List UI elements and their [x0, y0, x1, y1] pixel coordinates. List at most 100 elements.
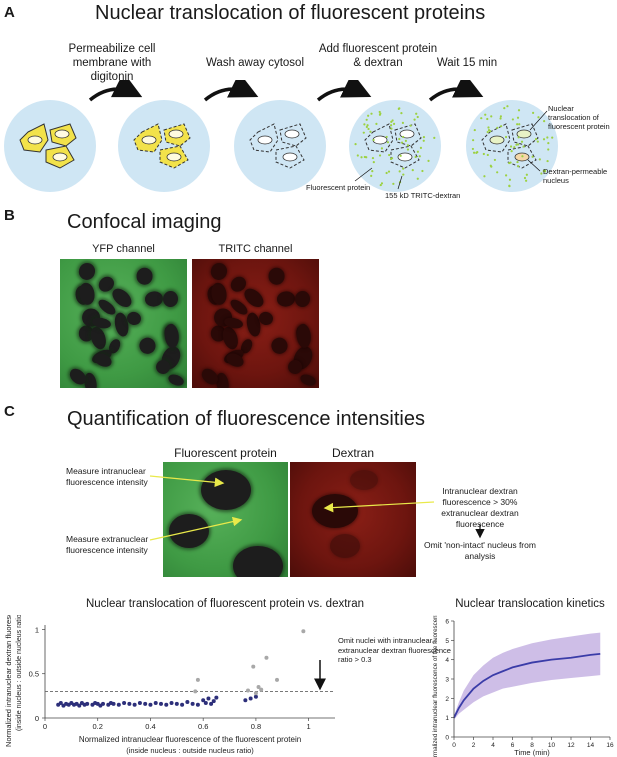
- fluorescent-dot: [521, 155, 524, 158]
- scatter-point: [256, 685, 261, 689]
- pointer-fluorescent-protein: [354, 167, 373, 182]
- fluorescent-dot: [551, 136, 554, 139]
- fluorescent-dot: [472, 151, 476, 154]
- scatter-point: [137, 700, 142, 705]
- scatter-point: [251, 664, 256, 669]
- fluorescent-dot: [422, 139, 425, 142]
- fluorescent-dot: [509, 161, 512, 164]
- fluorescent-dot: [511, 118, 514, 121]
- fluorescent-dot: [401, 121, 405, 124]
- panel-c-title: Quantification of fluorescence intensiti…: [67, 408, 425, 430]
- pointer-permeable-nucleus: [527, 159, 541, 172]
- scatter-title: Nuclear translocation of fluorescent pro…: [85, 598, 365, 610]
- scatter-point: [193, 689, 198, 694]
- fluorescent-dot: [356, 154, 359, 157]
- x-tick-label: 10: [548, 742, 556, 749]
- fluorescent-dot: [360, 156, 363, 159]
- fluorescent-dot: [500, 125, 503, 128]
- fluorescent-dot: [409, 124, 412, 127]
- mean-line: [453, 652, 601, 719]
- fluorescent-dot: [538, 158, 541, 161]
- y-tick-label: 6: [445, 619, 449, 626]
- arrow-dextran: [323, 501, 435, 513]
- cell-nucleus: [77, 261, 98, 282]
- fluorescent-dot: [476, 150, 479, 154]
- scatter-point: [127, 701, 132, 706]
- scatter-point: [248, 696, 253, 701]
- scatter-point: [190, 701, 195, 706]
- fluorescent-dot: [508, 178, 512, 181]
- scatter-point: [259, 687, 264, 692]
- scatter-point: [209, 701, 214, 706]
- scatter-point: [111, 701, 116, 706]
- scatter-point: [159, 701, 163, 706]
- error-band: [454, 632, 601, 720]
- fluorescent-dot: [371, 170, 374, 173]
- scatter-point: [243, 698, 248, 703]
- fluorescent-dot: [367, 114, 370, 117]
- x-tick-label: 14: [587, 742, 595, 749]
- scatter-point: [275, 677, 279, 682]
- note-omit-nucleus: Omit 'non-intact' nucleus from analysis: [424, 540, 536, 561]
- fluorescent-dot: [406, 148, 410, 151]
- fluorescent-dot: [378, 154, 382, 157]
- fluorescent-dot: [398, 107, 401, 110]
- scatter-point: [101, 701, 105, 706]
- fluorescent-dot: [473, 128, 476, 132]
- fluorescent-dot: [496, 171, 499, 174]
- fluorescent-dot: [390, 127, 393, 130]
- dish-protein-added: [349, 100, 441, 192]
- scatter-point: [264, 655, 269, 660]
- fluorescent-dot: [370, 112, 373, 115]
- fluorescent-dot: [503, 107, 506, 110]
- scatter-point: [143, 701, 148, 706]
- fluorescent-dot: [505, 174, 508, 177]
- fluorescent-dot: [547, 148, 550, 151]
- cell-nucleus: [275, 289, 296, 308]
- fluorescent-dot: [490, 165, 493, 168]
- fluorescent-dot: [542, 138, 546, 141]
- x-tick-label: 2: [472, 742, 476, 749]
- panel-a-diagram: [4, 80, 558, 192]
- fluorescent-dot: [508, 185, 511, 188]
- y-tick-label: 3: [445, 677, 449, 684]
- fluorescent-dot: [536, 140, 539, 143]
- note-extranuclear: Measure extranuclear fluorescence intens…: [66, 534, 149, 555]
- fluorescent-dot: [525, 179, 528, 182]
- fluorescent-dot: [380, 182, 384, 185]
- tritc-channel-label: TRITC channel: [218, 243, 293, 255]
- fluorescent-dot: [484, 113, 487, 116]
- fluorescent-dot: [472, 139, 475, 142]
- fluorescent-dot: [375, 122, 378, 125]
- fluorescent-dot: [389, 124, 393, 127]
- fluorescent-dot: [367, 127, 370, 131]
- dextran-label: Dextran: [331, 446, 375, 460]
- fluorescent-dot: [391, 119, 394, 122]
- panel-letter-b: B: [4, 207, 15, 224]
- fluorescent-dot: [433, 136, 436, 139]
- scatter-y-label: Normalized intranuclear dextran fluoresc…: [4, 615, 13, 747]
- arrow-step-2: [203, 80, 259, 102]
- panel-a-title: Nuclear translocation of fluorescent pro…: [95, 2, 486, 24]
- fluorescent-dot: [392, 182, 395, 185]
- scatter-point: [180, 702, 185, 707]
- scatter-point: [211, 699, 216, 704]
- fluorescent-dot: [543, 120, 546, 123]
- step-wash: Wash away cytosol: [206, 57, 304, 69]
- dish-intact-cells: [4, 100, 96, 192]
- fluorescent-dot: [532, 111, 535, 114]
- scatter-point: [214, 695, 219, 700]
- fluorescent-dot: [398, 170, 401, 173]
- fluorescent-dot: [506, 105, 509, 108]
- scatter-point: [148, 702, 153, 707]
- fluorescent-dot: [427, 159, 430, 162]
- fluorescent-dot: [415, 112, 418, 115]
- kinetics-title: Nuclear translocation kinetics: [455, 598, 605, 610]
- scatter-point: [153, 700, 158, 705]
- label-tritc-dextran: 155 kD TRITC-dextran: [385, 191, 461, 200]
- fluorescent-dot: [372, 138, 375, 142]
- y-tick-label: 1: [445, 715, 449, 722]
- fluorescent-dot: [523, 176, 527, 180]
- fluorescent-dot: [499, 115, 502, 118]
